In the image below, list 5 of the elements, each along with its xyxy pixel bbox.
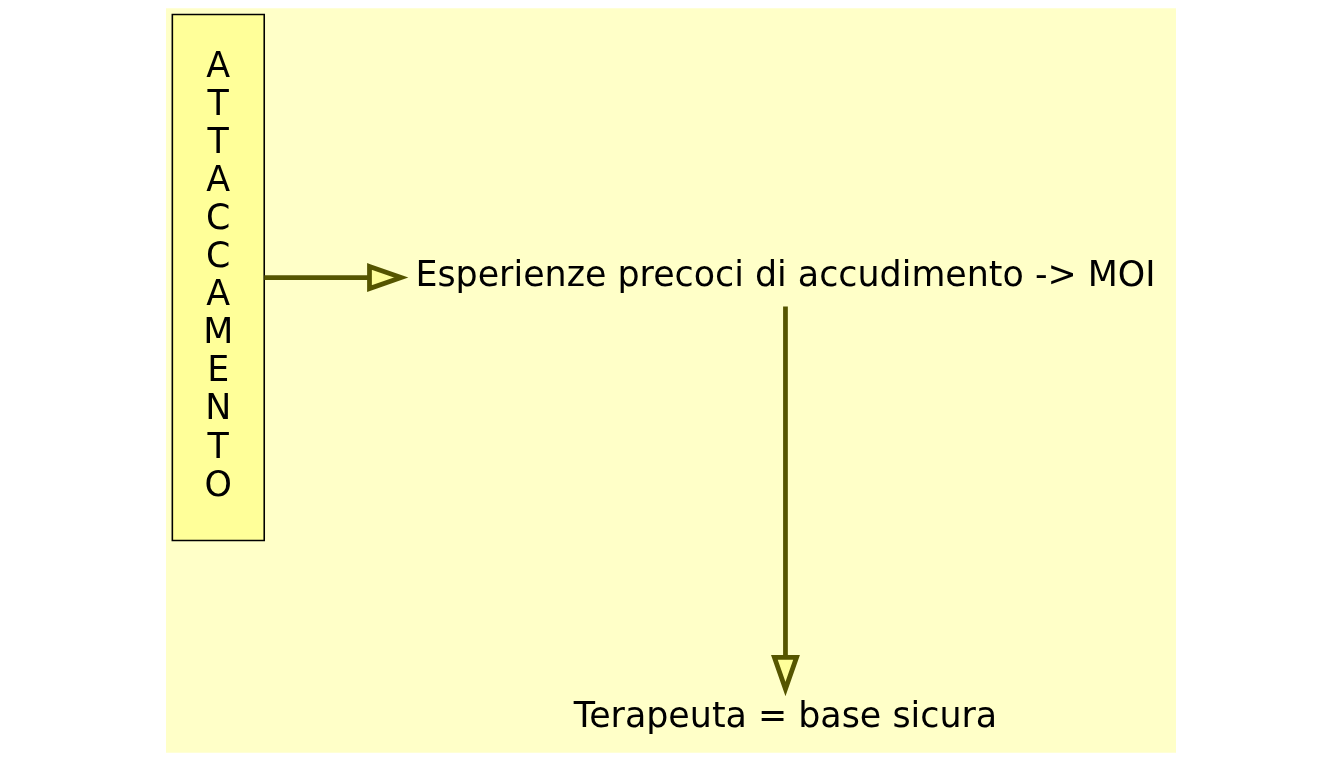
node-text: Terapeuta = base sicura bbox=[573, 694, 998, 735]
arrow bbox=[264, 263, 409, 292]
node-box: ATTACCAMENTO bbox=[171, 13, 266, 542]
node-text: Esperienze precoci di accudimento -> MOI bbox=[415, 254, 1156, 295]
arrow bbox=[771, 306, 800, 697]
